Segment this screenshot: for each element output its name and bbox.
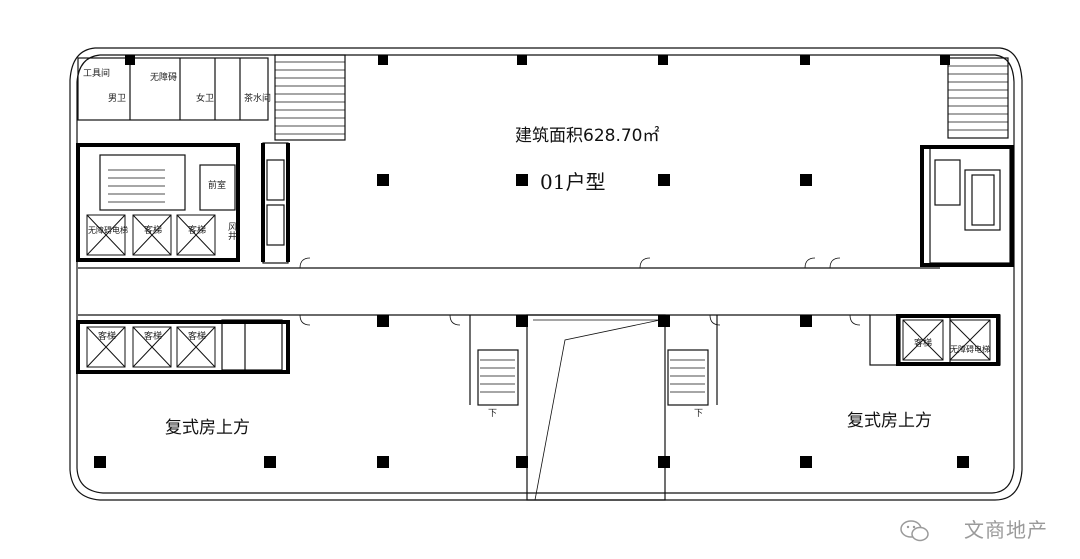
duplex-right-label: 复式房上方	[847, 411, 932, 431]
elevator-l5	[132, 326, 172, 368]
core-left-top	[76, 143, 240, 262]
column	[516, 174, 528, 186]
column	[377, 456, 389, 468]
elevator-l4	[86, 326, 126, 368]
column	[516, 456, 528, 468]
unit-type-label: 01户型	[540, 170, 606, 194]
stair-down-label: 下	[488, 409, 498, 419]
column	[377, 174, 389, 186]
column	[940, 55, 950, 65]
room-lobby: 前室	[208, 181, 227, 191]
column	[800, 456, 812, 468]
elevator-l1	[86, 214, 126, 256]
core-right-top	[920, 145, 1014, 267]
elevator-r1	[902, 319, 944, 361]
washroom-block	[77, 57, 269, 121]
column	[517, 55, 527, 65]
stair-down-label: 下	[694, 409, 704, 419]
elevator-label: 客梯	[188, 226, 207, 236]
column	[125, 55, 135, 65]
column	[800, 315, 812, 327]
column	[658, 174, 670, 186]
area-label: 建筑面积628.70㎡	[515, 126, 660, 146]
stair-top-left	[274, 54, 346, 141]
column	[658, 315, 670, 327]
outer-wall-inner	[76, 54, 1015, 494]
room-female-wc: 女卫	[196, 94, 215, 104]
duplex-left-label: 复式房上方	[165, 418, 250, 438]
wechat-icon	[900, 520, 929, 542]
room-accessible-wc: 无障碍	[150, 73, 178, 83]
outer-wall	[69, 47, 1023, 501]
room-janitor: 工具间	[83, 69, 111, 79]
elevator-label: 客梯	[144, 332, 163, 342]
column	[94, 456, 106, 468]
room-tea: 茶水间	[244, 94, 272, 104]
elevator-label: 客梯	[914, 339, 933, 349]
column	[264, 456, 276, 468]
column	[658, 55, 668, 65]
elevator-label: 无障碍电梯	[950, 345, 990, 354]
column	[800, 55, 810, 65]
elevator-l6	[176, 326, 216, 368]
elevator-l2	[132, 214, 172, 256]
watermark: 文商地产	[964, 518, 1048, 542]
columns	[94, 55, 969, 468]
elevator-label: 客梯	[144, 226, 163, 236]
elevator-r2	[949, 319, 991, 361]
column	[800, 174, 812, 186]
elevator-label: 无障碍电梯	[88, 226, 128, 235]
core-right-bottom	[896, 314, 1000, 366]
column	[658, 456, 670, 468]
elevator-l3	[176, 214, 216, 256]
room-male-wc: 男卫	[108, 94, 127, 104]
central-void	[526, 314, 666, 501]
room-shaft: 风井	[226, 222, 236, 240]
column	[377, 315, 389, 327]
column	[378, 55, 388, 65]
elevator-label: 客梯	[188, 332, 207, 342]
core-left-bottom	[76, 320, 290, 374]
column	[516, 315, 528, 327]
column	[957, 456, 969, 468]
elevator-label: 客梯	[98, 332, 117, 342]
